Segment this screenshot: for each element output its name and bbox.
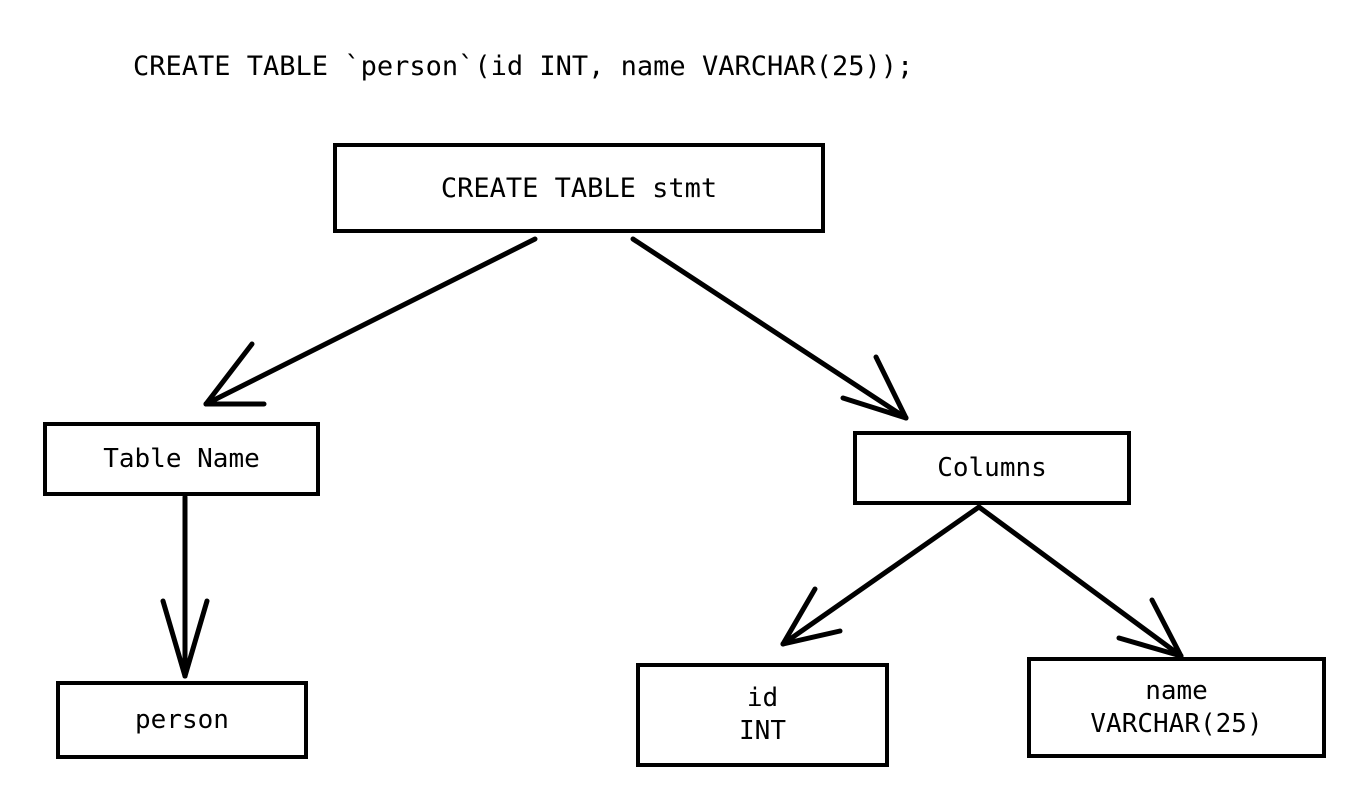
node-column-name[interactable]: name VARCHAR(25) <box>1027 657 1326 758</box>
edge-root-to-columns <box>630 236 909 421</box>
edge-root-to-table-name <box>203 236 538 407</box>
sql-statement-caption: CREATE TABLE `person`(id INT, name VARCH… <box>133 51 914 82</box>
node-table-name[interactable]: Table Name <box>43 422 320 496</box>
node-columns[interactable]: Columns <box>853 431 1131 505</box>
node-label: id <box>746 683 779 713</box>
node-label: name <box>1145 675 1208 706</box>
node-label: Table Name <box>103 443 260 474</box>
node-label-type: VARCHAR(25) <box>1090 708 1263 739</box>
node-label: Columns <box>937 452 1047 483</box>
node-label: CREATE TABLE stmt <box>440 172 718 204</box>
node-label: person <box>135 704 229 735</box>
edge-table-name-to-person <box>160 494 210 679</box>
edge-columns-to-id <box>780 504 982 647</box>
node-column-id[interactable]: id INT <box>636 663 889 767</box>
node-person[interactable]: person <box>56 681 308 759</box>
node-create-table-stmt[interactable]: CREATE TABLE stmt <box>333 143 825 233</box>
edge-columns-to-name <box>976 504 1184 659</box>
node-label-type: INT <box>739 716 786 746</box>
